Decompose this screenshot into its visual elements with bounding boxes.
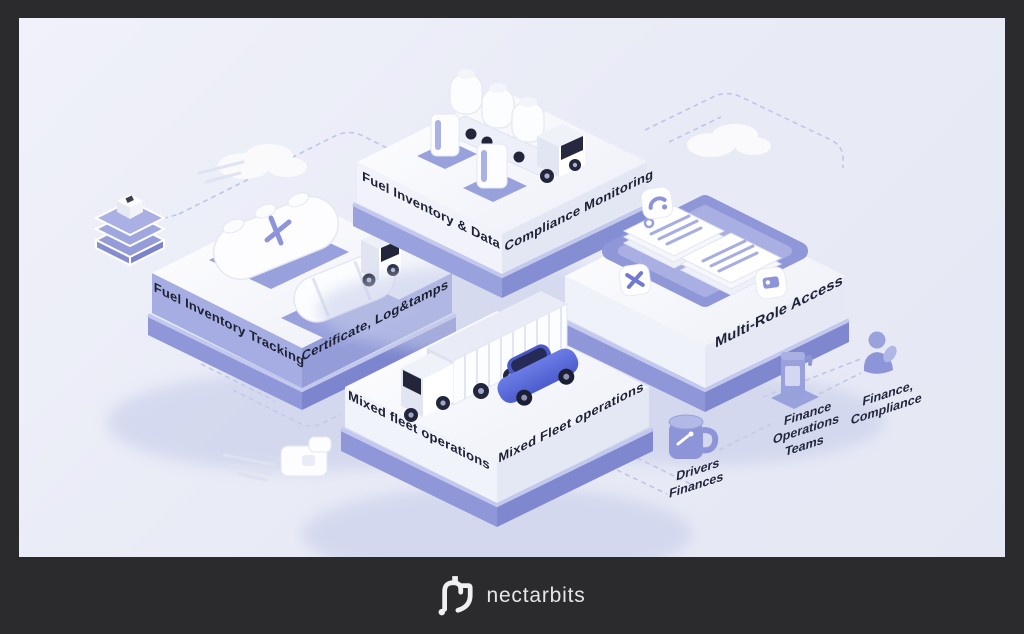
cloud-icon <box>687 124 771 157</box>
platform-mixed-fleet <box>302 291 692 557</box>
platform-fuel-inventory-data <box>317 69 687 356</box>
id-card-badge-icon <box>754 266 788 300</box>
car-icon <box>497 344 579 406</box>
documents-stack-icon <box>622 205 783 296</box>
service-badge-icon <box>618 263 652 297</box>
fuel-pump-station-icon <box>417 113 527 202</box>
isometric-scene <box>93 69 897 557</box>
container-truck-icon <box>401 291 568 422</box>
fuel-pump-icon <box>771 352 819 409</box>
support-headset-badge-icon <box>640 186 674 220</box>
brand-footer: nectarbits <box>0 557 1024 634</box>
fuel-tank-icon <box>209 192 349 289</box>
fuel-jug-icon <box>668 414 719 459</box>
cloud-icon <box>218 144 307 179</box>
illustration-canvas: Fuel Inventory & Data Compliance Monitor… <box>19 18 1005 557</box>
documents-tray <box>602 195 808 307</box>
brand-name: nectarbits <box>486 583 586 607</box>
brand-logo-icon <box>439 575 474 615</box>
valve-mark-icon <box>264 215 292 246</box>
cloud-speed-lines <box>197 160 245 184</box>
person-icon <box>863 331 897 374</box>
puzzle-icon <box>222 436 332 482</box>
layers-stack-icon <box>93 194 167 267</box>
